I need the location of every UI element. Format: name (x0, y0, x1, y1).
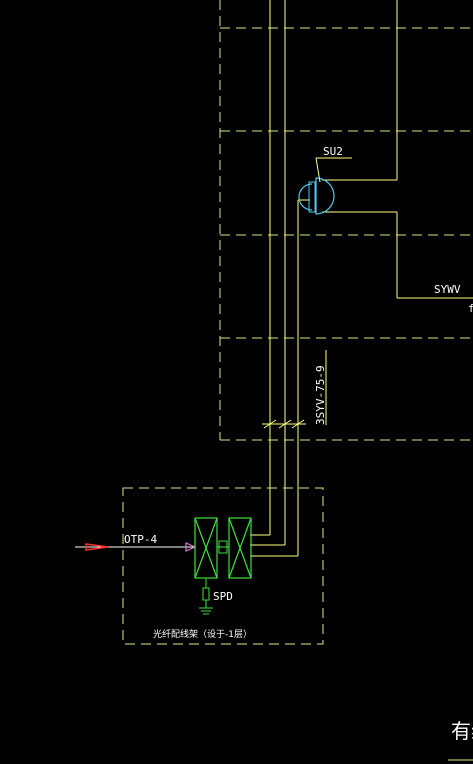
otp-label: OTP-4 (124, 533, 157, 546)
fiber-frame-caption: 光纤配线架（设于-1层） (153, 628, 252, 640)
otp-input-line (75, 542, 197, 552)
spd-ground-symbol (199, 578, 213, 615)
cable-bundle-ticks (262, 419, 306, 429)
fiber-module-left (194, 517, 218, 579)
su2-splitter-symbol (298, 157, 352, 215)
corner-title-text: 有线 (451, 719, 473, 743)
fiber-module-right (228, 517, 252, 579)
su2-feed-cables (298, 0, 473, 299)
fiber-frame-boundary (122, 487, 324, 645)
upper-zone-frame (219, 0, 473, 441)
su2-label: SU2 (323, 145, 343, 158)
cable-spec-label: 3SYV-75-9 (314, 365, 327, 425)
sywv-label-tail: f (468, 302, 473, 315)
module-coupler (217, 540, 229, 554)
sywv-label: SYWV (434, 283, 461, 296)
riser-cables (250, 0, 299, 557)
spd-label: SPD (213, 590, 233, 603)
